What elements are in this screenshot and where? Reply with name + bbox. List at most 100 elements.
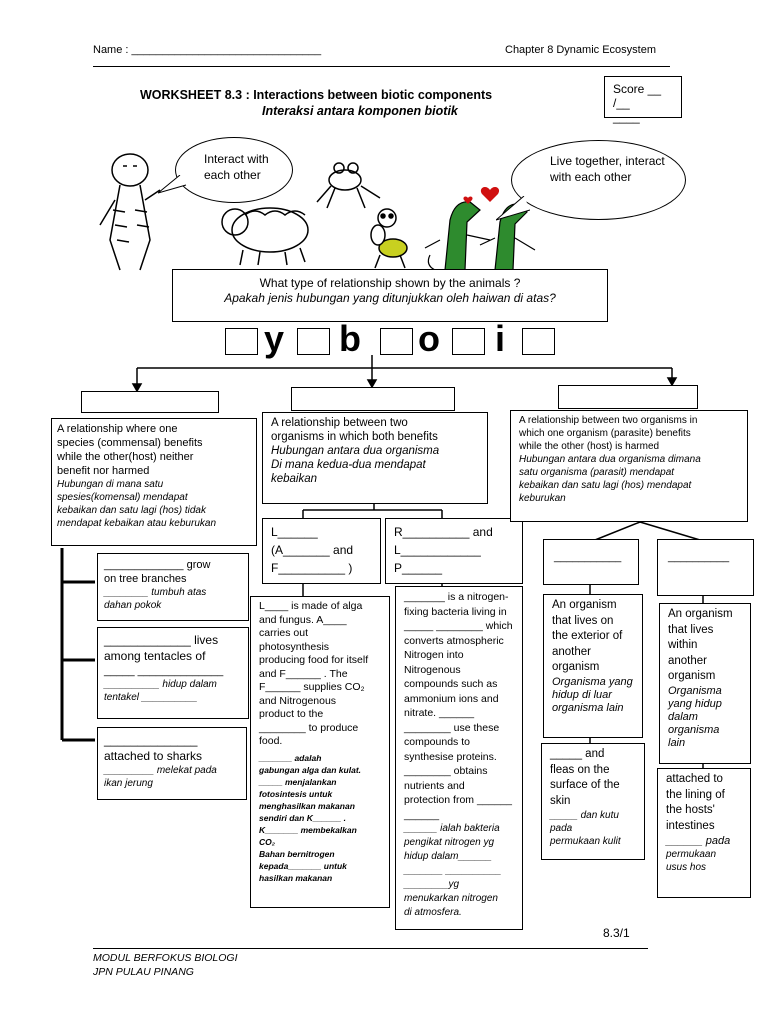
- lichen-malay-line-5: menghasilkan makanan: [259, 800, 355, 811]
- footer-line-1: MODUL BERFOKUS BIOLOGI: [93, 952, 238, 964]
- lichen-malay-line-6: sendiri dan K______ .: [259, 812, 346, 823]
- rhizobium-line-6: Nitrogenous: [404, 663, 461, 676]
- endo-ex-ms-blank: ______ pada: [666, 835, 731, 847]
- puzzle-blank-3[interactable]: [380, 328, 413, 355]
- rhizobium-malay-line-3: hidup dalam______: [404, 851, 492, 862]
- rhizobium-malay-line-5: ________yg: [404, 879, 460, 890]
- score-box: Score __ /__ ____: [604, 76, 682, 124]
- bubble-left-tail: [158, 175, 187, 194]
- rhizobium-label-box: R__________ and L____________ P______: [385, 518, 523, 584]
- lichen-label-2: (A_______ and: [271, 543, 354, 557]
- lichen-line-7: F______ supplies CO₂: [259, 681, 365, 693]
- mutualism-answer-box[interactable]: [291, 387, 455, 411]
- example2-en-1: _____________ lives: [104, 633, 219, 647]
- ectoparasite-blank: ___________: [554, 551, 622, 563]
- puzzle-letter-1: y: [264, 318, 285, 359]
- puzzle-letter-3: o: [418, 318, 440, 359]
- lichen-line-9: product to the: [259, 708, 324, 720]
- example2-ms-1: __________ hidup dalam: [104, 679, 217, 690]
- lichen-malay-line-10: kepada_______ untuk: [259, 860, 347, 871]
- worksheet-title-malay: Interaksi antara komponen biotik: [262, 104, 458, 118]
- endo-ex-line-3: the hosts': [666, 804, 715, 816]
- score-label: Score __ /__: [613, 82, 662, 110]
- ecto-def-line-4: another: [552, 645, 592, 658]
- example1-ms-1: ________ tumbuh atas: [104, 587, 207, 598]
- ecto-def-line-1: An organism: [552, 599, 617, 611]
- commensalism-en-2: species (commensal) benefits: [57, 437, 203, 449]
- commensalism-example-3: ______________ attached to sharks ______…: [97, 727, 247, 800]
- question-box: What type of relationship shown by the a…: [172, 269, 608, 322]
- parasitism-ms-line-3: kebaikan dan satu lagi (hos) mendapat: [519, 480, 692, 491]
- page-number: 8.3/1: [603, 926, 630, 940]
- lichen-malay-line-7: K_______ membekalkan: [259, 824, 357, 835]
- chapter-label: Chapter 8 Dynamic Ecosystem: [505, 44, 656, 56]
- rhizobium-line-11: compounds to: [404, 736, 470, 748]
- puzzle-letter-4: i: [495, 318, 506, 359]
- mutualism-definition: A relationship between two organisms in …: [262, 412, 488, 504]
- lichen-malay-line-9: Bahan bernitrogen: [259, 848, 335, 859]
- endo-ex-line-2: the lining of: [666, 788, 725, 801]
- rhizobium-malay-line-6: menukarkan nitrogen: [404, 893, 498, 904]
- endo-def-line-1: An organism: [668, 608, 733, 620]
- parasitism-en-line-2: which one organism (parasite) benefits: [519, 428, 691, 439]
- footer-rule: [93, 948, 648, 949]
- puzzle-blank-4[interactable]: [452, 328, 485, 355]
- bubble-right-text: Live together, interact with each other: [550, 154, 665, 184]
- parasitism-ms-line-4: keburukan: [519, 493, 566, 504]
- lichen-malay-line-3: _____ menjalankan: [259, 776, 337, 787]
- lichen-malay-line-11: hasilkan makanan: [259, 872, 333, 883]
- parasitism-ms-line-1: Hubungan antara dua organisma dimana: [519, 454, 701, 465]
- rhizobium-malay-line-2: pengikat nitrogen yg: [404, 837, 495, 848]
- ecto-def-ms-line-3: organisma lain: [552, 701, 624, 714]
- lichen-label-3: F__________ ): [271, 561, 353, 575]
- commensalism-en-1: A relationship where one: [57, 423, 178, 435]
- bubble-left-text: Interact with each other: [204, 152, 269, 182]
- puzzle-blank-1[interactable]: [225, 328, 258, 355]
- endo-def-ms-line-5: lain: [668, 736, 686, 749]
- commensalism-example-2: _____________ lives among tentacles of _…: [97, 627, 249, 719]
- ecto-def-ms-line-1: Organisma yang: [552, 675, 633, 688]
- parasitism-answer-box[interactable]: [558, 385, 698, 409]
- ectoparasite-answer-box[interactable]: ___________: [543, 539, 639, 585]
- puzzle-blank-2[interactable]: [297, 328, 330, 355]
- example3-ms-2: ikan jerung: [104, 778, 153, 789]
- question-english: What type of relationship shown by the a…: [259, 276, 521, 290]
- rhizobium-line-9: nitrate. ______: [404, 707, 475, 719]
- tiger-illustration: [99, 153, 161, 271]
- endoparasite-answer-box[interactable]: __________: [657, 539, 754, 596]
- endo-def-line-3: within: [668, 639, 698, 651]
- rhizobium-label-1: R__________ and: [394, 525, 493, 539]
- question-malay: Apakah jenis hubungan yang ditunjukkan o…: [224, 291, 556, 305]
- rhizobium-line-4: converts atmospheric: [404, 634, 504, 647]
- rhizobium-line-10: ________ use these: [404, 721, 500, 734]
- lichen-malay-line-4: fotosintesis untuk: [259, 788, 333, 799]
- lichen-line-11: food.: [259, 735, 283, 747]
- commensalism-ms-4: mendapat kebaikan atau keburukan: [57, 518, 217, 529]
- rhizobium-line-7: compounds such as: [404, 678, 498, 690]
- rhizobium-malay-line-1: ______ ialah bakteria: [404, 823, 500, 834]
- rhizobium-line-13: ________ obtains: [404, 765, 488, 777]
- mutualism-ms-1: Hubungan antara dua organisma: [271, 445, 440, 457]
- ecto-def-line-2: that lives on: [552, 614, 614, 627]
- mutualism-ms-2: Di mana kedua-dua mendapat: [271, 459, 426, 471]
- lichen-label-1: L______: [271, 525, 318, 539]
- puzzle-blank-5[interactable]: [522, 328, 555, 355]
- endoparasite-blank: __________: [668, 551, 730, 563]
- example3-en-1: ______________: [104, 733, 198, 747]
- commensalism-ms-3: kebaikan dan satu lagi (hos) tidak: [57, 505, 206, 516]
- rhizobium-line-8: ammonium ions and: [404, 692, 499, 705]
- example2-ms-2: tentakel __________: [104, 692, 198, 703]
- commensalism-answer-box[interactable]: [81, 391, 219, 413]
- commensalism-en-3: while the other(host) neither: [57, 451, 194, 463]
- speech-bubble-right: Live together, interact with each other: [511, 140, 686, 220]
- commensalism-en-4: benefit nor harmed: [57, 465, 150, 477]
- rhizobium-line-12: synthesise proteins.: [404, 750, 497, 763]
- ecto-def-ms-line-2: hidup di luar: [552, 688, 612, 701]
- endo-ex-ms-line-2: usus hos: [666, 862, 707, 873]
- example2-en-2: among tentacles of: [104, 649, 206, 663]
